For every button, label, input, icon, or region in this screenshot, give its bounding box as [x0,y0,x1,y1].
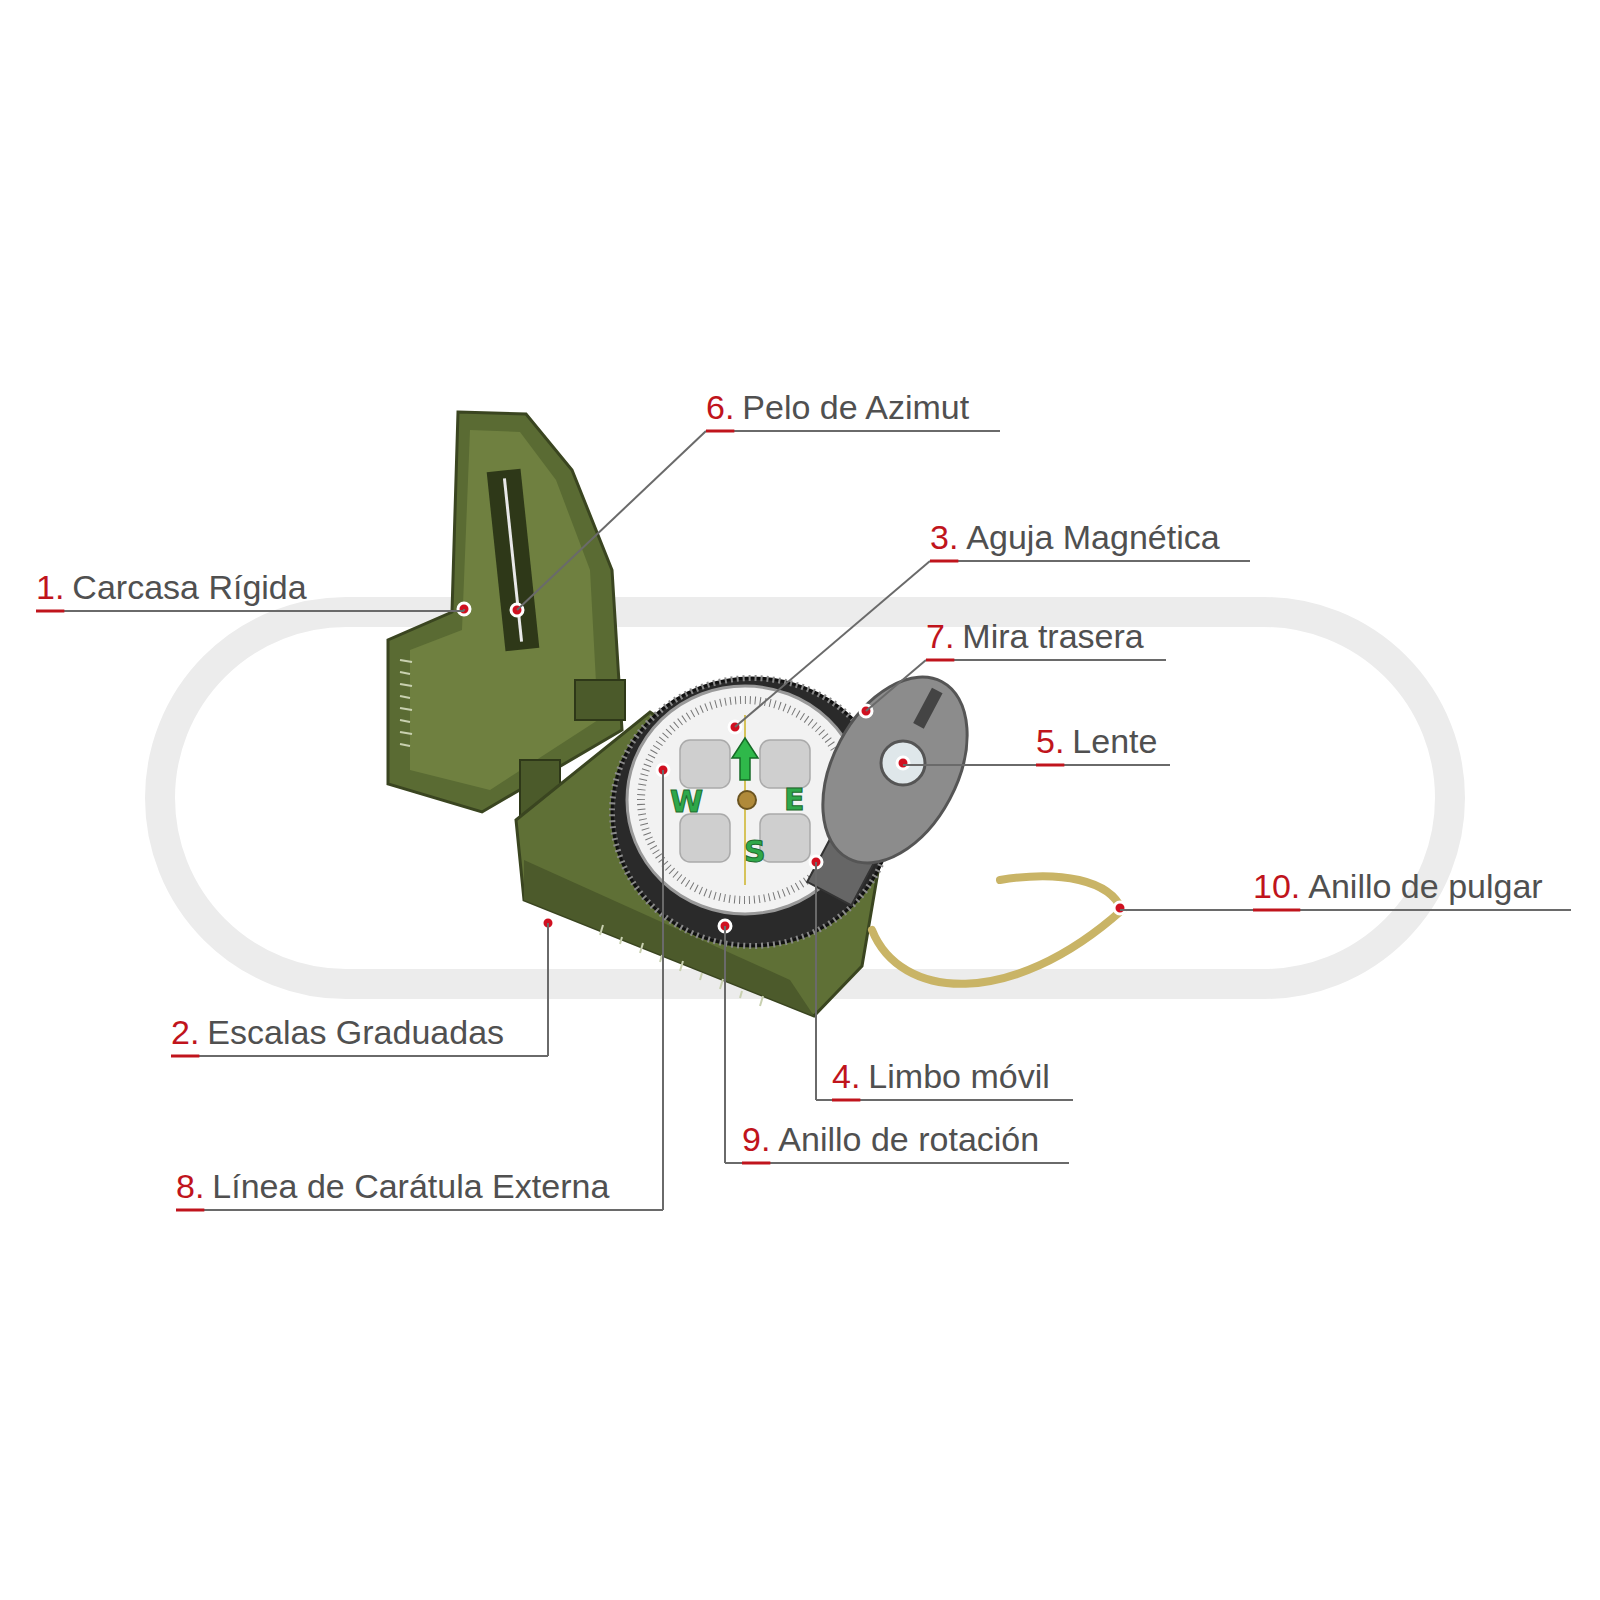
number-underline [926,659,954,662]
part-name: Aguja Magnética [966,517,1219,557]
leader-line [547,923,549,1056]
leader-line [866,660,926,711]
label-underline [816,1099,1073,1101]
callout-number: 5. [1036,721,1064,761]
dial-letter: S [744,836,766,868]
label-underline [725,1162,1069,1164]
hinge [575,680,625,720]
number-underline [176,1209,204,1212]
pivot [738,791,756,809]
part-name: Escalas Graduadas [207,1012,504,1052]
callout-number: 1. [36,567,64,607]
lid-scale [400,660,412,746]
part-name: Anillo de rotación [778,1119,1039,1159]
part-name: Pelo de Azimut [742,387,969,427]
callout-number: 3. [930,517,958,557]
label-underline [176,1209,663,1211]
number-underline [930,560,958,563]
callout-number: 2. [171,1012,199,1052]
number-underline [706,430,734,433]
leader-line [724,926,726,1163]
callout-number: 7. [926,616,954,656]
label-underline [926,659,1166,661]
leader-line [815,862,817,1100]
number-underline [1253,909,1300,912]
lens [881,741,925,785]
callout-number: 10. [1253,866,1300,906]
callout-number: 8. [176,1166,204,1206]
number-underline [171,1055,199,1058]
part-name: Lente [1072,721,1157,761]
thumb-ring [872,876,1122,984]
number-underline [1036,764,1064,767]
rear-sight [775,653,997,923]
north-arrow [732,738,758,780]
label-underline [930,560,1250,562]
dial-letter: E [784,784,805,816]
number-underline [742,1162,770,1165]
sight-window [487,469,540,652]
label-underline [706,430,1000,432]
part-name: Limbo móvil [868,1056,1049,1096]
callout-number: 9. [742,1119,770,1159]
part-name: Anillo de pulgar [1308,866,1542,906]
number-underline [832,1099,860,1102]
callout-number: 4. [832,1056,860,1096]
part-name: Línea de Carátula Externa [212,1166,609,1206]
callout-number: 6. [706,387,734,427]
number-underline [36,610,64,613]
leader-line [463,609,465,611]
leader-line [735,561,930,727]
part-name: Carcasa Rígida [72,567,306,607]
leader-line [517,431,706,610]
label-underline [36,610,464,612]
label-underline [171,1055,548,1057]
label-underline [903,764,1170,766]
part-name: Mira trasera [962,616,1143,656]
label-underline [1120,909,1571,911]
leader-line [662,770,664,1210]
dial-letter: W [670,786,703,818]
